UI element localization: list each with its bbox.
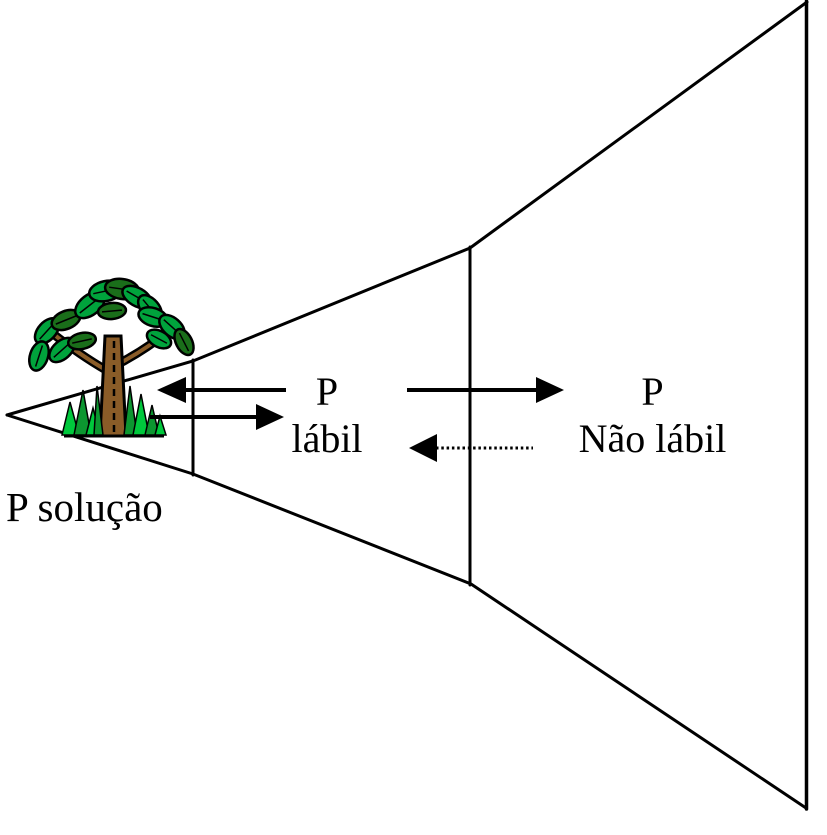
label-p-nao-labil-line1: P [641,369,664,414]
funnel-outline [5,0,809,811]
grass-tuft [61,385,168,438]
label-p-nao-labil: P Não lábil [542,368,763,462]
arrow-nonlabile-to-labile-dotted [409,434,533,462]
arrowhead-right-icon [536,377,564,403]
tree-illustration [28,277,195,438]
label-p-nao-labil-line2: Não lábil [578,416,727,461]
arrowhead-left-icon [409,434,437,462]
label-p-labil-line2: lábil [291,416,363,461]
funnel-bottom-edge [5,413,808,810]
arrow-solution-to-labile [150,404,284,430]
funnel-top-edge [5,0,809,417]
arrowhead-left-icon [157,377,186,403]
arrow-labile-to-solution [157,377,286,403]
arrow-labile-to-nonlabile [407,377,564,403]
label-p-labil: P lábil [217,368,437,462]
label-p-labil-line1: P [315,369,339,414]
tree-trunk [98,334,128,438]
label-p-solucao: P solução [6,484,163,530]
arrowhead-right-icon [256,404,284,430]
tree-foliage [28,277,195,372]
